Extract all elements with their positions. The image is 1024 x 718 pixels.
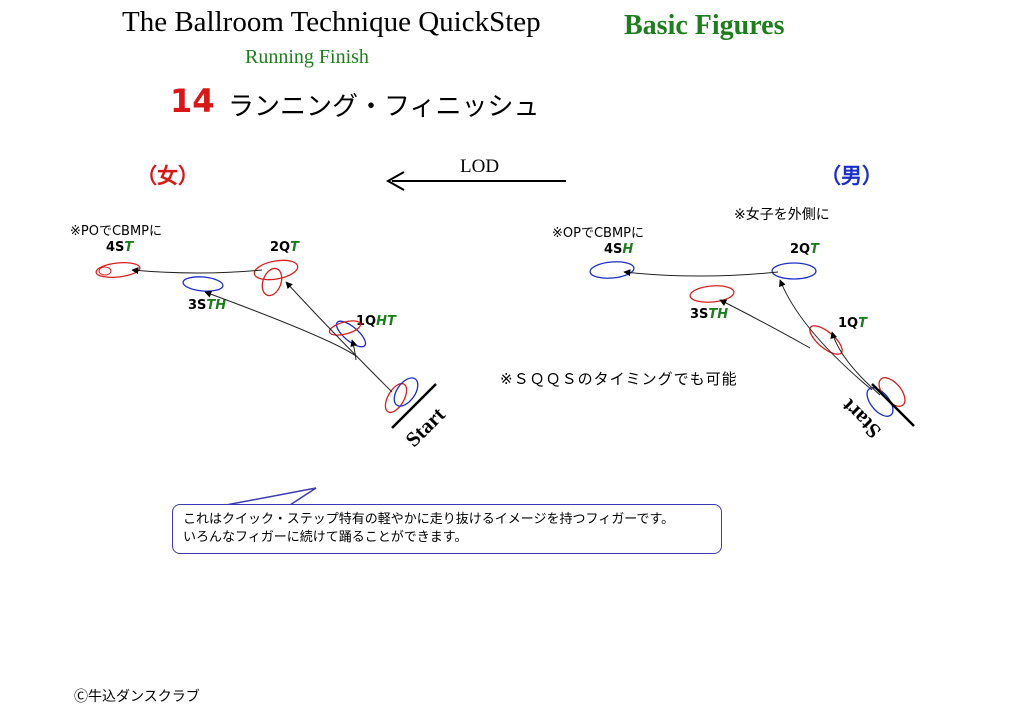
description-line-1: これはクイック・ステップ特有の軽やかに走り抜けるイメージを持つフィガーです。 bbox=[183, 512, 675, 527]
step-number: 3S bbox=[690, 307, 709, 322]
description-bubble: これはクイック・ステップ特有の軽やかに走り抜けるイメージを持つフィガーです。 い… bbox=[172, 504, 722, 554]
woman-label: （女） bbox=[136, 164, 199, 188]
page-title: The Ballroom Technique QuickStep bbox=[122, 6, 541, 38]
woman-start-label: Start bbox=[401, 402, 450, 451]
woman-start-foot-blue bbox=[393, 377, 419, 407]
woman-start-line bbox=[391, 383, 437, 429]
man-start-line bbox=[871, 383, 915, 427]
step-foot: TH bbox=[708, 307, 729, 322]
step-foot: T bbox=[290, 240, 299, 255]
step-number: 4S bbox=[604, 242, 623, 257]
figure-name-jp: ランニング・フィニッシュ bbox=[228, 92, 540, 122]
bubble-tail bbox=[225, 487, 317, 506]
man-start-foot-blue bbox=[866, 387, 894, 417]
timing-note: ※ＳＱＱＳのタイミングでも可能 bbox=[500, 370, 738, 388]
figure-number: 14 bbox=[170, 82, 215, 120]
woman-foot-4 bbox=[95, 262, 141, 278]
man-start-label: Start bbox=[836, 394, 885, 443]
category-label: Basic Figures bbox=[624, 10, 785, 41]
man-step-2: 2QT bbox=[790, 242, 819, 257]
step-number: 1Q bbox=[838, 316, 859, 331]
man-path bbox=[623, 269, 881, 396]
man-step-1: 1QT bbox=[838, 316, 867, 331]
step-foot: TH bbox=[206, 298, 227, 313]
step-foot: T bbox=[124, 240, 134, 255]
woman-path bbox=[131, 267, 393, 393]
woman-footprints bbox=[95, 259, 419, 414]
step-foot: H bbox=[622, 242, 634, 257]
figure-subtitle: Running Finish bbox=[245, 46, 369, 68]
description-line-2: いろんなフィガーに続けて踊ることができます。 bbox=[183, 530, 468, 545]
man-woman-foot-3 bbox=[689, 285, 735, 303]
woman-step-3: 3STH bbox=[188, 298, 226, 313]
woman-start-foot-red bbox=[384, 382, 408, 414]
step-number: 4S bbox=[106, 240, 125, 255]
man-step-3: 3STH bbox=[690, 307, 728, 322]
woman-note: ※POでCBMPに bbox=[70, 224, 163, 239]
step-foot: HT bbox=[376, 314, 396, 329]
man-outside-note: ※女子を外側に bbox=[734, 207, 830, 223]
woman-step-4: 4ST bbox=[106, 240, 133, 255]
lod-label: LOD bbox=[460, 156, 500, 177]
copyright-text: Ⓒ牛込ダンスクラブ bbox=[74, 690, 200, 705]
step-number: 2Q bbox=[270, 240, 291, 255]
man-note: ※OPでCBMPに bbox=[552, 226, 645, 241]
step-foot: T bbox=[858, 316, 867, 331]
man-foot-4 bbox=[589, 261, 635, 279]
woman-man-foot-3 bbox=[182, 276, 224, 292]
man-foot-2 bbox=[771, 262, 817, 280]
man-footprints bbox=[589, 261, 906, 417]
woman-foot-2 bbox=[253, 259, 299, 281]
lod-arrow bbox=[385, 171, 566, 191]
step-foot: T bbox=[810, 242, 819, 257]
man-label: （男） bbox=[820, 164, 883, 188]
step-number: 2Q bbox=[790, 242, 811, 257]
man-step-4: 4SH bbox=[604, 242, 633, 257]
woman-man-foot-1 bbox=[335, 320, 367, 348]
step-number: 3S bbox=[188, 298, 207, 313]
man-woman-foot-1 bbox=[809, 325, 843, 355]
woman-step-2: 2QT bbox=[270, 240, 299, 255]
